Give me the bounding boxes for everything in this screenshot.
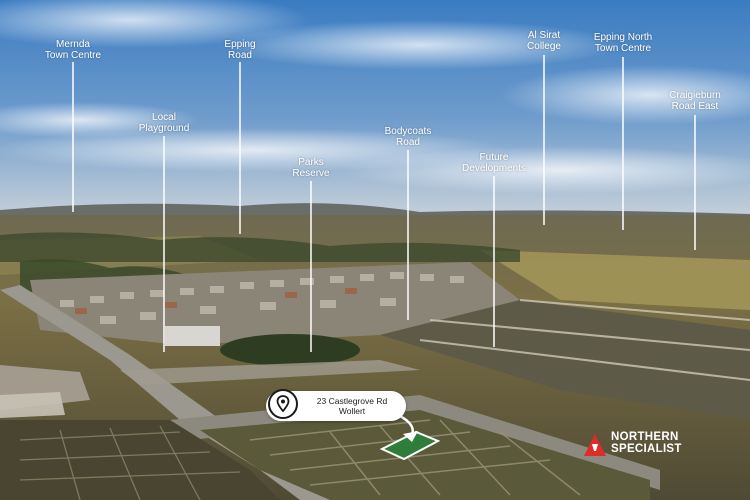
cloud [0, 102, 200, 138]
callout-lines [72, 55, 696, 352]
estate-roads [419, 299, 750, 381]
highlighted-lot [379, 430, 441, 461]
brand-line1: NORTHERN [611, 431, 679, 443]
estate-land [380, 300, 750, 420]
foreground-left [0, 420, 280, 500]
house-roofs [60, 272, 464, 324]
location-pin-icon [276, 395, 290, 413]
lot-lines [249, 419, 581, 496]
arrow-head [403, 431, 418, 442]
brand-wordmark: NORTHERN SPECIALIST [611, 431, 682, 455]
address-text: 23 Castlegrove Rd Wollert [304, 396, 400, 416]
brand-line2: SPECIALIST [611, 443, 682, 455]
address-line2: Wollert [338, 406, 366, 416]
park-trees [220, 334, 360, 366]
cloud [340, 146, 750, 194]
house-roofs [75, 288, 357, 314]
cloud [0, 0, 310, 48]
road [120, 360, 420, 385]
tree-line [0, 232, 520, 262]
address-pin-badge [268, 389, 298, 419]
houses-left [0, 392, 65, 418]
paddocks [480, 250, 750, 310]
address-line1: 23 Castlegrove Rd [316, 396, 388, 406]
cloud [500, 65, 750, 125]
cloud [220, 20, 620, 70]
building [165, 326, 220, 346]
lot-lines [19, 425, 241, 500]
triangle-logo-icon [584, 434, 606, 456]
